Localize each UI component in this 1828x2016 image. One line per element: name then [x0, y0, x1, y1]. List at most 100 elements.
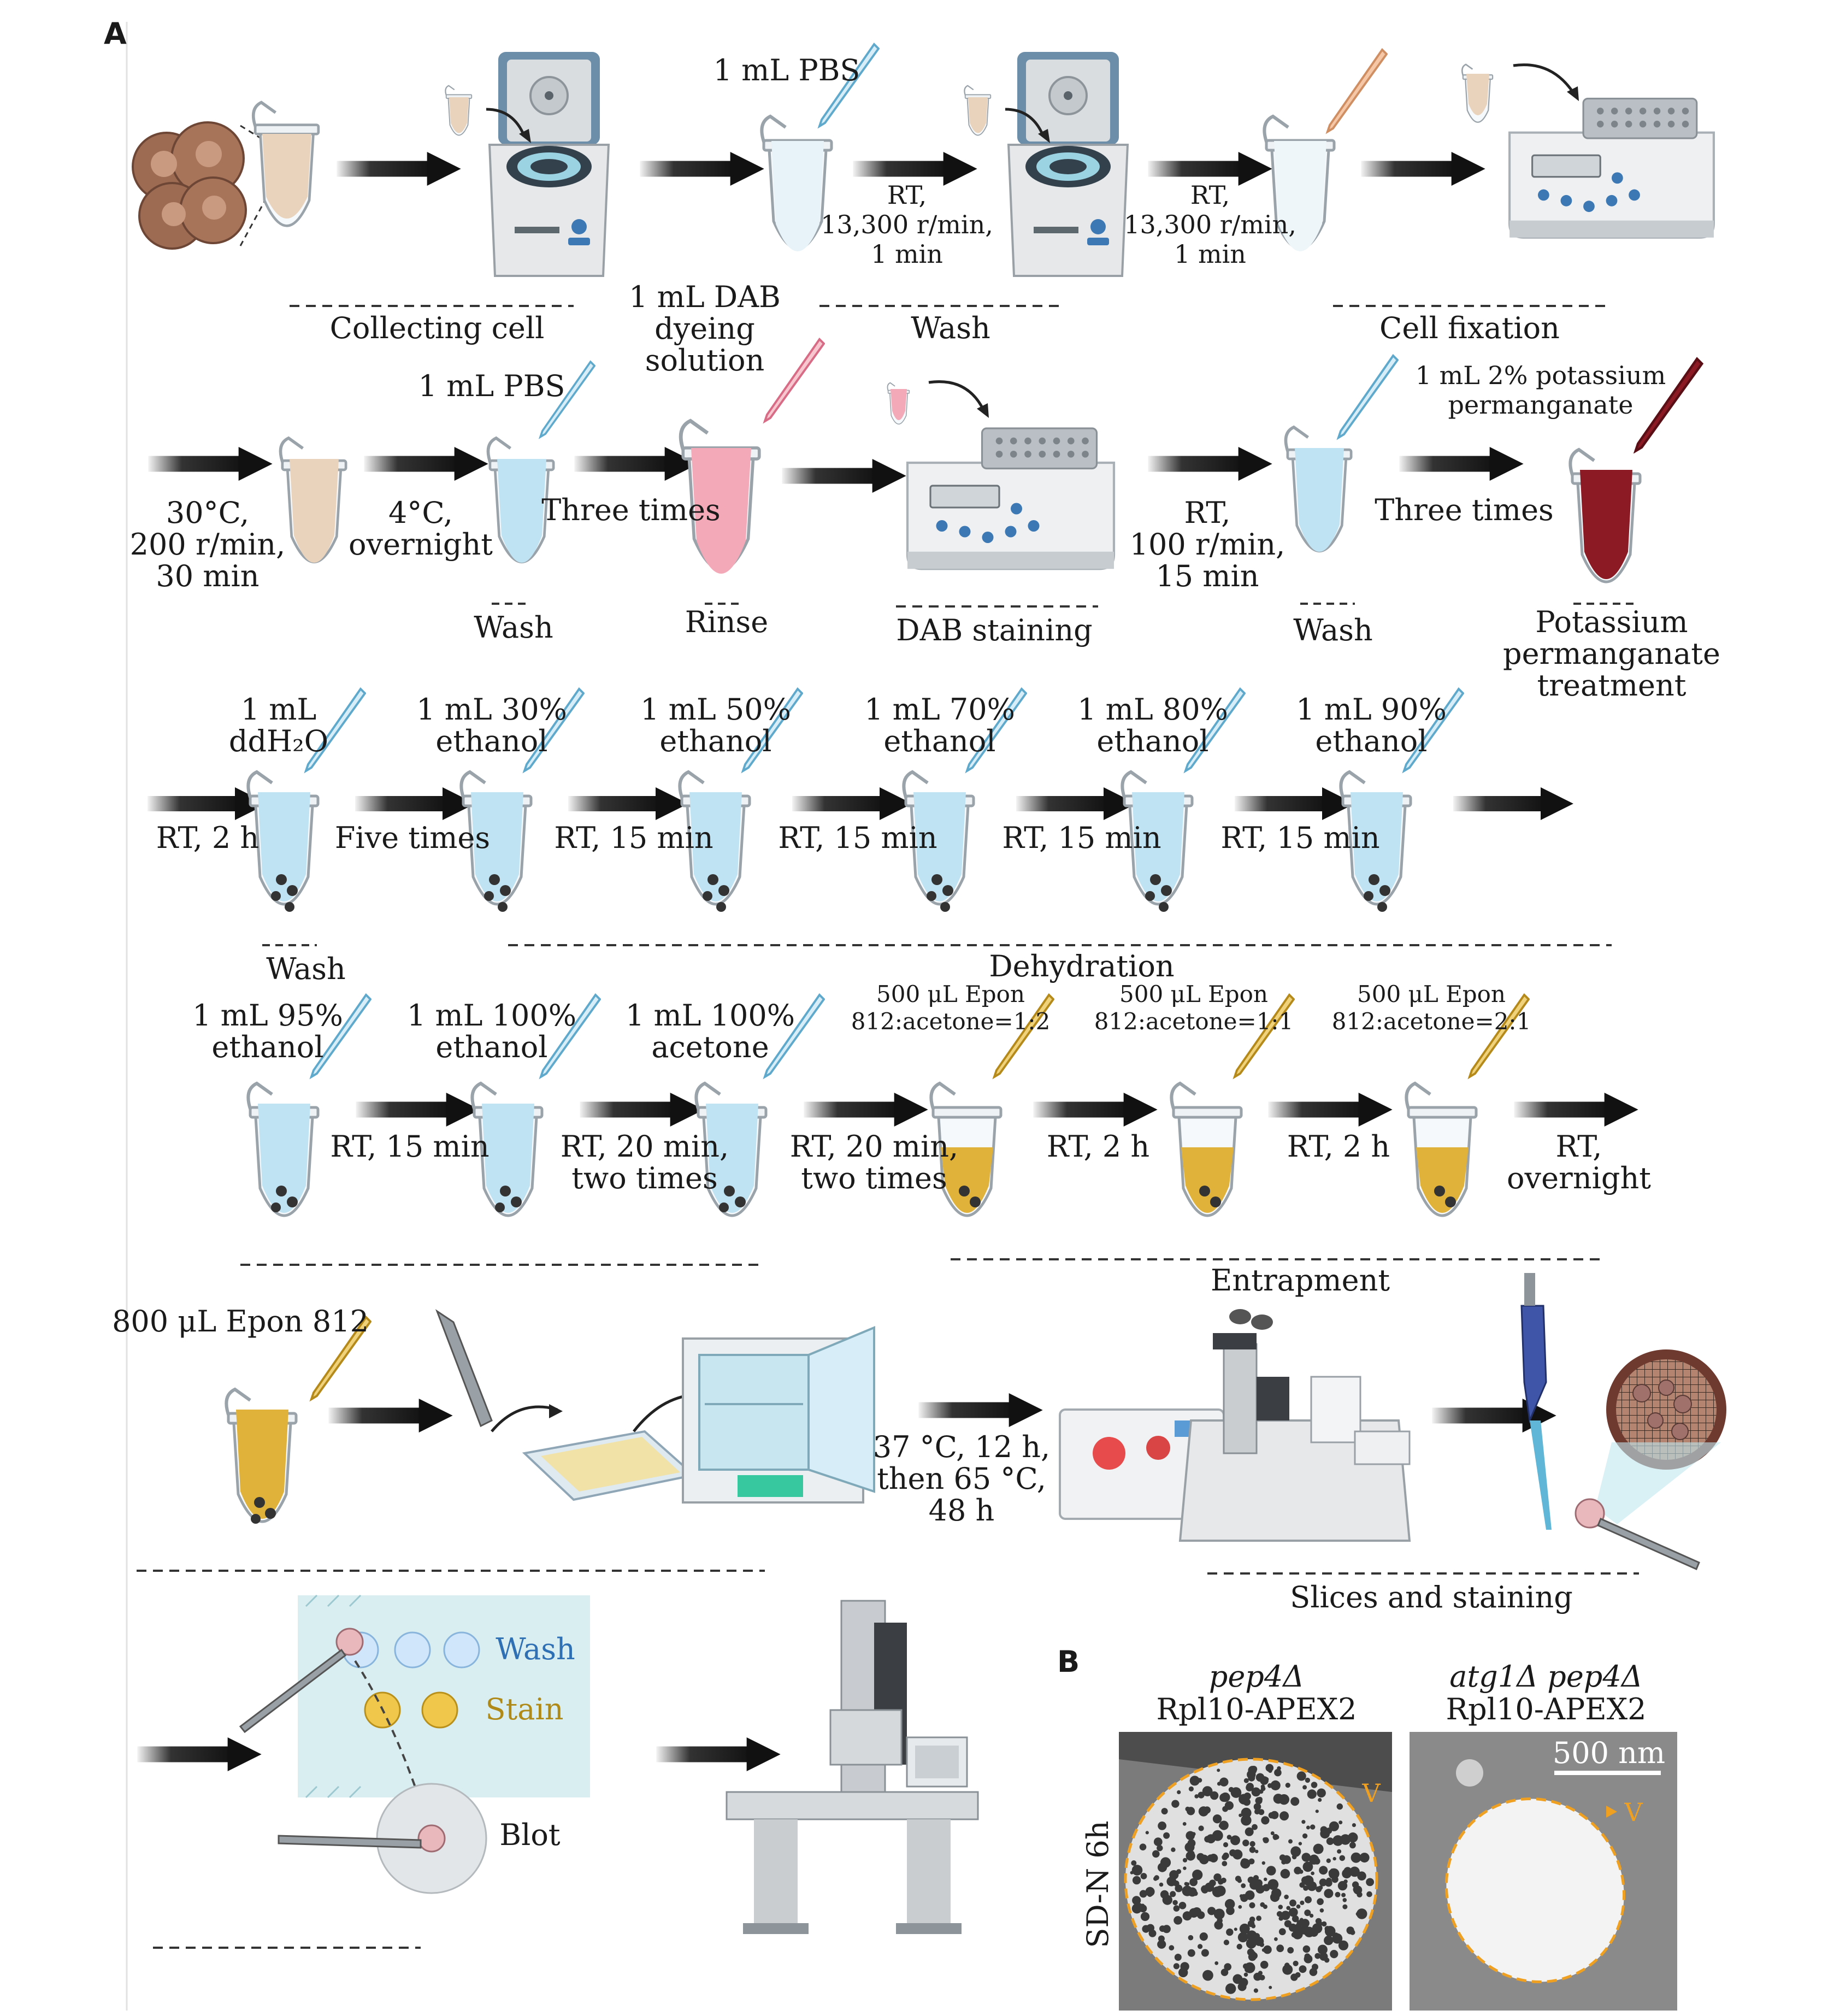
arrow-to-embed: [328, 1399, 453, 1433]
em-speckle: [1366, 1878, 1375, 1887]
em-speckle: [1294, 1866, 1302, 1874]
em-speckle: [1218, 1880, 1223, 1885]
em-speckle: [1139, 1890, 1147, 1898]
em-speckle: [1152, 1850, 1160, 1858]
em-speckle: [1276, 1944, 1284, 1953]
label-shake: RT, 100 r/min, 15 min: [1129, 496, 1286, 593]
em-speckle: [1201, 1885, 1209, 1893]
em-speckle: [1173, 1905, 1180, 1912]
em-speckle: [1248, 1766, 1257, 1775]
em-speckle: [1270, 1780, 1281, 1790]
arrow-shake: [1148, 447, 1272, 481]
em-speckle: [1317, 1898, 1324, 1905]
em-speckle: [1238, 1905, 1242, 1909]
em-speckle: [1285, 1783, 1290, 1788]
em-speckle: [1341, 1893, 1346, 1897]
panel-label-b: B: [1057, 1644, 1080, 1679]
em-speckle: [1274, 1937, 1278, 1941]
tube-pbs-3: [1286, 356, 1397, 552]
em-speckle: [1349, 1866, 1360, 1877]
em-speckle: [1366, 1891, 1372, 1897]
em-speckle: [1169, 1945, 1175, 1951]
em-speckle: [1273, 1794, 1283, 1804]
em-speckle: [1189, 1776, 1200, 1786]
em-speckle: [1324, 1926, 1336, 1937]
em-speckle: [1259, 1942, 1264, 1947]
arrow-three-times-2: [1399, 447, 1524, 481]
em-speckle: [1223, 1940, 1229, 1946]
em-speckle: [1131, 1860, 1137, 1866]
em-speckle: [1304, 1953, 1311, 1960]
em-speckle: [1326, 1837, 1334, 1846]
thermomixer-dab-icon: [887, 380, 1114, 569]
em-speckle: [1249, 1847, 1256, 1853]
em-speckle: [1210, 1791, 1219, 1800]
label-rt15-a: RT, 15 min: [554, 821, 713, 855]
em-speckle: [1241, 1883, 1246, 1888]
label-blot: Blot: [499, 1818, 561, 1852]
em-speckle: [1324, 1958, 1330, 1963]
em-speckle: [1173, 1881, 1180, 1887]
em-speckle: [1217, 1769, 1220, 1772]
tube-epon800: [226, 1317, 370, 1524]
em-speckle: [1213, 1908, 1225, 1920]
label-eth90: 1 mL 90% ethanol: [1296, 692, 1447, 758]
em-speckle: [1215, 1885, 1226, 1896]
em-speckle: [1274, 1769, 1282, 1777]
em-speckle: [1243, 1972, 1248, 1977]
em-speckle: [1339, 1855, 1346, 1861]
label-atg1-pep4: atg1Δ pep4Δ: [1449, 1659, 1643, 1694]
em-speckle: [1219, 1793, 1229, 1802]
em-speckle: [1311, 1871, 1315, 1876]
em-speckle: [1288, 1907, 1298, 1917]
em-speckle: [1296, 1771, 1306, 1781]
em-speckle: [1189, 1878, 1198, 1887]
em-speckle: [1184, 1842, 1195, 1853]
label-dehydration: Dehydration: [989, 949, 1175, 983]
label-vacuole-2: V: [1624, 1797, 1643, 1827]
em-speckle: [1174, 1916, 1183, 1925]
label-rt20-b: RT, 20 min, two times: [789, 1129, 959, 1195]
em-speckle: [1287, 1947, 1294, 1954]
em-speckle: [1170, 1891, 1176, 1897]
em-speckle: [1132, 1876, 1141, 1885]
em-speckle: [1247, 1920, 1255, 1927]
em-speckle: [1174, 1954, 1182, 1961]
tube-dab: [681, 339, 824, 574]
em-speckle: [1326, 1877, 1332, 1884]
label-spin-2: RT, 13,300 r/min, 1 min: [1124, 180, 1296, 269]
em-speckle: [1177, 1790, 1181, 1794]
em-speckle: [1358, 1857, 1362, 1861]
em-speckle: [1350, 1930, 1355, 1935]
em-speckle: [1243, 1778, 1249, 1783]
arrow-three-times: [574, 447, 699, 481]
arrow-to-pbs-tube: [640, 152, 764, 186]
em-speckle: [1282, 1964, 1293, 1975]
em-speckle: [1299, 1965, 1307, 1973]
em-speckle: [1249, 1902, 1255, 1908]
em-speckle: [1171, 1800, 1180, 1808]
em-speckle: [1212, 1830, 1223, 1841]
em-speckle: [1301, 1820, 1306, 1824]
em-speckle: [1255, 1797, 1263, 1805]
label-construct-2: Rpl10-APEX2: [1446, 1692, 1647, 1726]
em-speckle: [1307, 1881, 1317, 1891]
em-speckle: [1260, 1886, 1266, 1891]
em-speckle: [1142, 1925, 1150, 1933]
em-speckle: [1256, 1915, 1262, 1921]
em-speckle: [1326, 1858, 1331, 1863]
em-speckle: [1294, 1851, 1300, 1857]
em-speckle: [1338, 1820, 1343, 1825]
em-speckle: [1239, 1794, 1249, 1805]
arrow-to-tem: [656, 1737, 781, 1771]
label-cure: 37 °C, 12 h, then 65 °C, 48 h: [872, 1430, 1051, 1528]
em-speckle: [1290, 1797, 1300, 1806]
label-wash-tray: Wash: [496, 1632, 575, 1666]
em-speckle: [1249, 1841, 1255, 1847]
em-speckle: [1188, 1786, 1194, 1791]
em-speckle: [1298, 1842, 1302, 1846]
em-speckle: [1264, 1877, 1267, 1881]
label-pbs-2: 1 mL PBS: [418, 369, 565, 403]
label-rt15-d: RT, 15 min: [1220, 821, 1380, 855]
em-speckle: [1225, 1901, 1231, 1908]
